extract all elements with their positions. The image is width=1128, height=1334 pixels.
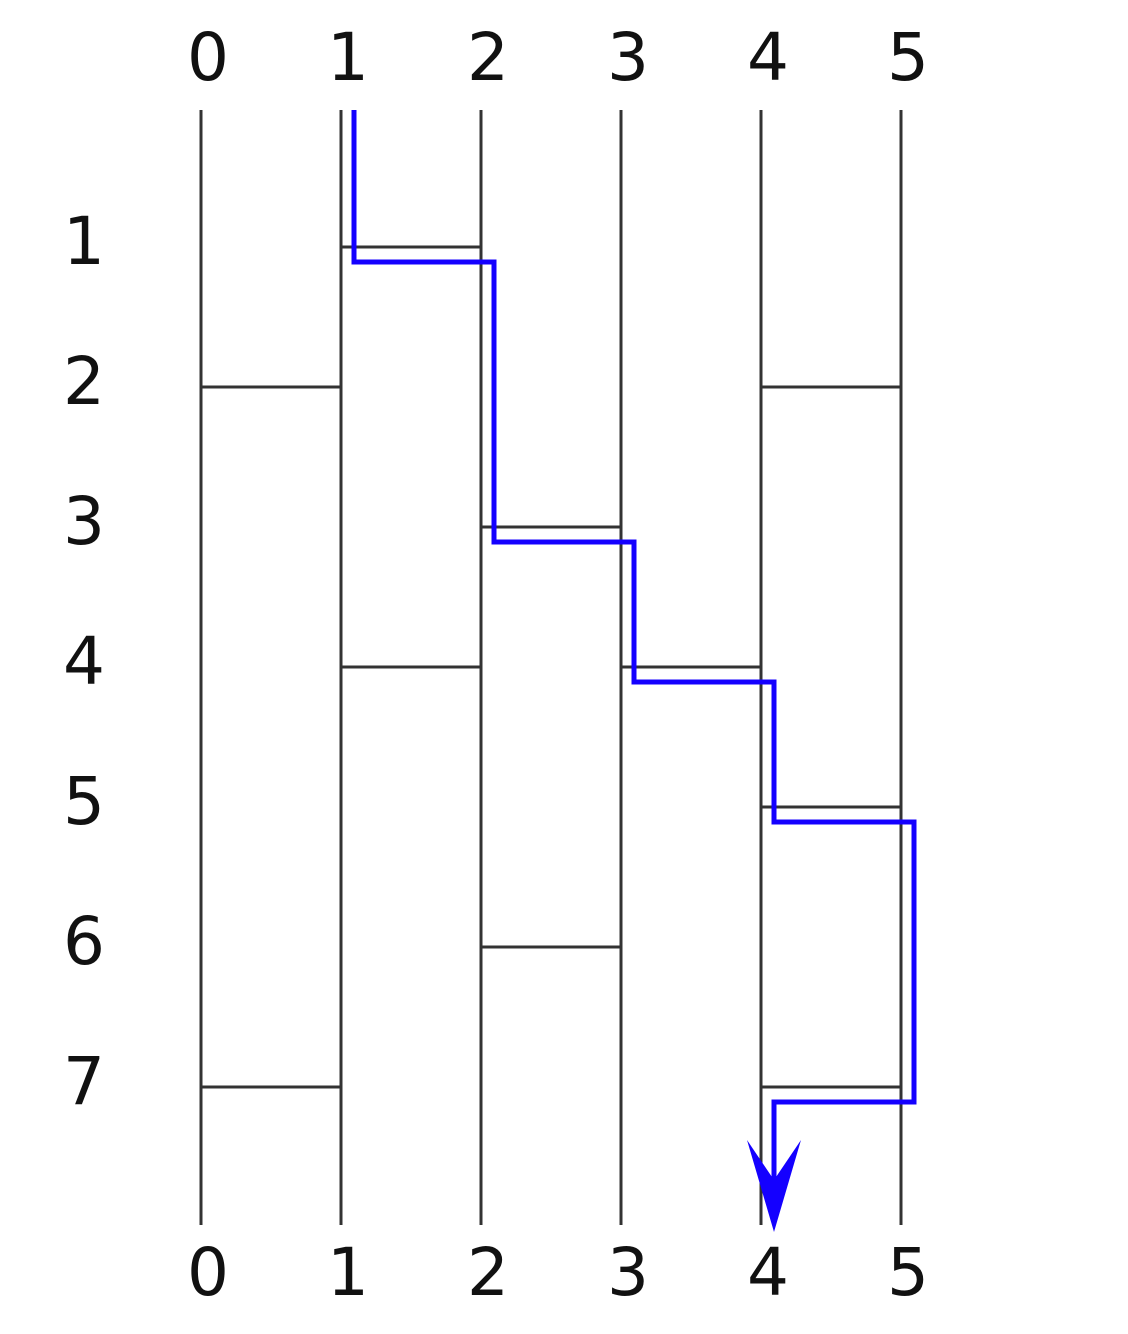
row-label-4: 4 xyxy=(63,623,105,700)
bottom-label-4: 4 xyxy=(747,1234,789,1311)
top-label-1: 1 xyxy=(327,19,369,96)
top-label-4: 4 xyxy=(747,19,789,96)
row-labels: 1 2 3 4 5 6 7 xyxy=(63,203,105,1120)
row-label-2: 2 xyxy=(63,343,105,420)
row-label-3: 3 xyxy=(63,483,105,560)
arrow-head-icon xyxy=(747,1140,801,1232)
vertical-lines xyxy=(199,110,903,1225)
bottom-label-3: 3 xyxy=(607,1234,649,1311)
row-label-1: 1 xyxy=(63,203,105,280)
bottom-label-5: 5 xyxy=(887,1234,929,1311)
row-label-6: 6 xyxy=(63,903,105,980)
bottom-label-1: 1 xyxy=(327,1234,369,1311)
top-label-0: 0 xyxy=(187,19,229,96)
top-label-3: 3 xyxy=(607,19,649,96)
horizontal-rungs xyxy=(201,245,901,1089)
top-column-labels: 0 1 2 3 4 5 xyxy=(187,19,929,96)
bottom-label-0: 0 xyxy=(187,1234,229,1311)
row-label-7: 7 xyxy=(63,1043,105,1120)
bottom-column-labels: 0 1 2 3 4 5 xyxy=(187,1234,929,1311)
highlighted-path xyxy=(351,110,917,1232)
top-label-5: 5 xyxy=(887,19,929,96)
path-line xyxy=(351,110,917,1180)
bottom-label-2: 2 xyxy=(467,1234,509,1311)
row-label-5: 5 xyxy=(63,763,105,840)
top-label-2: 2 xyxy=(467,19,509,96)
